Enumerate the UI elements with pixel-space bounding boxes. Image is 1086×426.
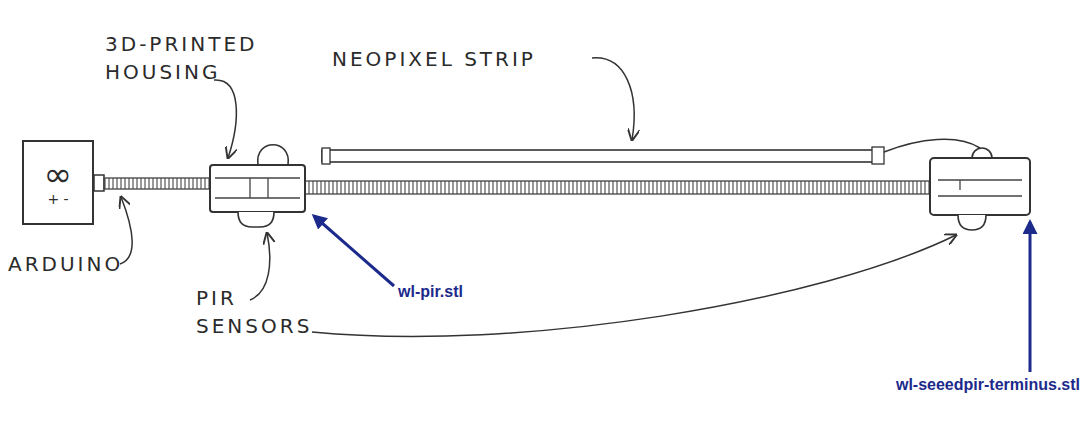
- polarity-mark: + -: [47, 191, 68, 208]
- callout-arrow: [314, 216, 394, 286]
- file-label: wl-pir.stl: [398, 283, 463, 301]
- pir-sensor: [238, 212, 274, 227]
- led-strip: [322, 150, 882, 162]
- callout-arrow: [1029, 222, 1032, 372]
- logo-symbol: ∞: [44, 157, 72, 191]
- housing: [210, 165, 305, 212]
- part-label: NEOPIXEL STRIP: [332, 45, 536, 73]
- part-label: 3D-PRINTED HOUSING: [105, 30, 265, 86]
- part-label: ARDUINO: [8, 250, 123, 278]
- arduino-board: ∞+ -: [22, 140, 94, 225]
- cable: [104, 178, 210, 189]
- part-label: PIR SENSORS: [196, 284, 336, 340]
- leader-line: [214, 80, 236, 158]
- pir-sensor: [958, 215, 986, 230]
- wire: [884, 139, 980, 152]
- leader-line: [250, 233, 270, 300]
- leader-line: [312, 235, 956, 336]
- leader-line: [592, 58, 634, 140]
- tube: [305, 181, 932, 194]
- housing: [930, 158, 1030, 215]
- plug: [94, 175, 104, 191]
- file-label: wl-seeedpir-terminus.stl: [896, 376, 1080, 394]
- wire-loop: [258, 145, 289, 165]
